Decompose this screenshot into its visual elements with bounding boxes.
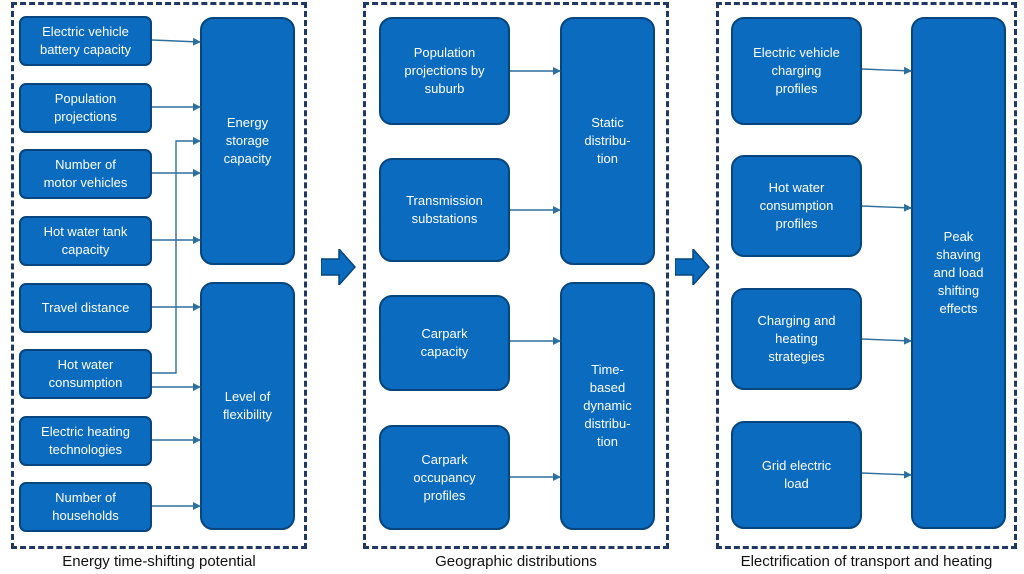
box-peak-shaving-load-shifting: Peak shaving and load shifting effects [911, 17, 1006, 529]
box-ev-battery-capacity: Electric vehicle battery capacity [19, 16, 152, 66]
box-population-projections: Population projections [19, 83, 152, 133]
box-hot-water-consumption: Hot water consumption [19, 349, 152, 399]
box-ev-charging-profiles: Electric vehicle charging profiles [731, 17, 862, 125]
box-electric-heating-technologies: Electric heating technologies [19, 416, 152, 466]
panel-transition-arrow-2 [675, 249, 711, 285]
panel-caption-energy-time-shifting: Energy time-shifting potential [62, 553, 256, 570]
box-transmission-substations: Transmission substations [379, 158, 510, 262]
panel-energy-time-shifting [11, 2, 307, 549]
box-level-of-flexibility: Level of flexibility [200, 282, 295, 530]
box-travel-distance: Travel distance [19, 283, 152, 333]
box-charging-heating-strategies: Charging and heating strategies [731, 288, 862, 390]
panel-geographic-distributions [363, 2, 669, 549]
connector-hot-water-profiles-to-peak [861, 203, 912, 212]
box-carpark-capacity: Carpark capacity [379, 295, 510, 391]
panel-electrification [716, 2, 1017, 549]
box-hot-water-consumption-profiles: Hot water consumption profiles [731, 155, 862, 257]
connector-ev-charging-to-peak [861, 66, 912, 75]
box-number-households: Number of households [19, 482, 152, 532]
connector-hot-water-to-storage [152, 137, 201, 374]
box-population-projections-by-suburb: Population projections by suburb [379, 17, 510, 125]
panel-caption-electrification: Electrification of transport and heating [740, 553, 993, 570]
box-carpark-occupancy-profiles: Carpark occupancy profiles [379, 425, 510, 530]
connector-strategies-to-peak [861, 336, 912, 345]
panel-transition-arrow-1 [321, 249, 357, 285]
box-energy-storage-capacity: Energy storage capacity [200, 17, 295, 265]
box-grid-electric-load: Grid electric load [731, 421, 862, 529]
connector-grid-to-peak [861, 470, 912, 479]
box-number-motor-vehicles: Number of motor vehicles [19, 149, 152, 199]
connector-ev-battery-to-storage [151, 37, 201, 46]
box-time-based-dynamic-distribution: Time- based dynamic distribu- tion [560, 282, 655, 530]
panel-caption-geographic-distributions: Geographic distributions [435, 553, 597, 570]
box-hot-water-tank-capacity: Hot water tank capacity [19, 216, 152, 266]
box-static-distribution: Static distribu- tion [560, 17, 655, 265]
